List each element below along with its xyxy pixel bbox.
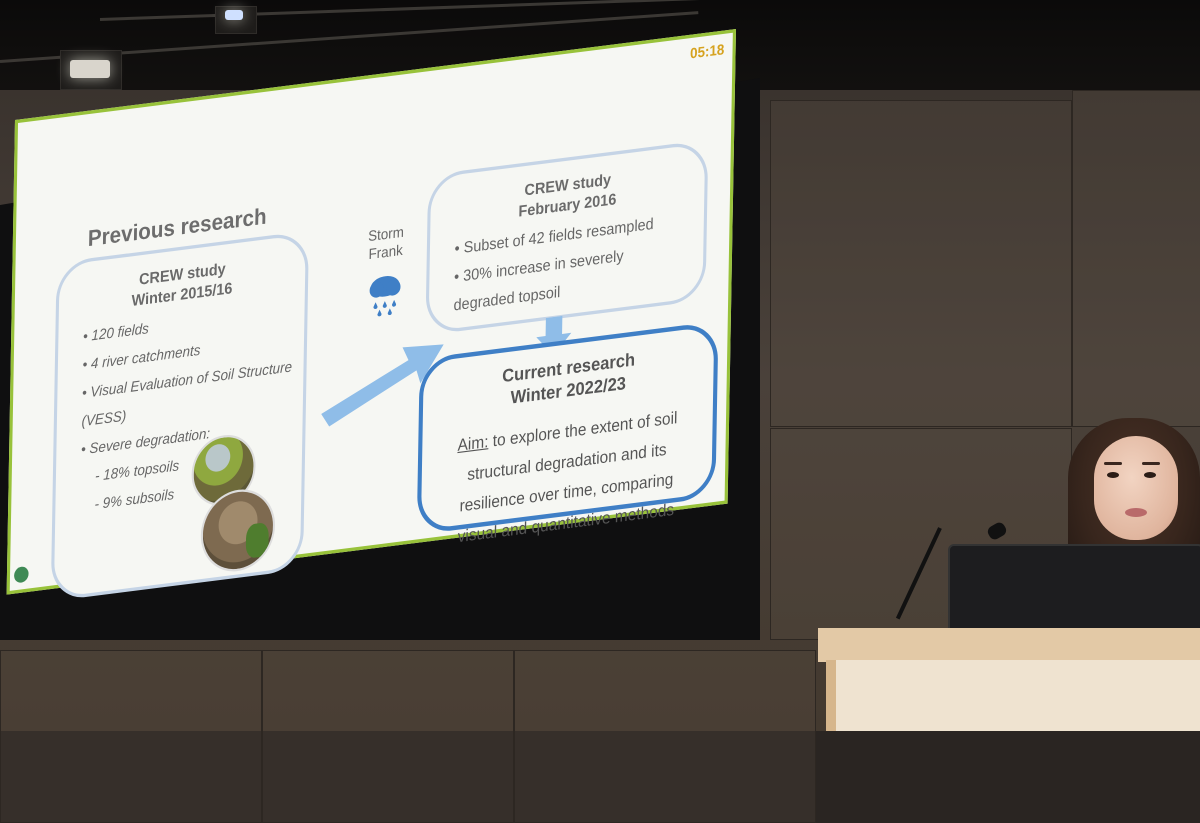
wall-panel (770, 100, 1072, 427)
wall-panel (514, 650, 816, 823)
current-research-box: Current research Winter 2022/23 Aim: to … (416, 320, 719, 547)
logo-icon (13, 565, 29, 584)
previous-study-box: CREW study Winter 2015/16 120 fields 4 r… (50, 230, 310, 602)
podium-front (826, 660, 1200, 731)
eyebrow (1142, 462, 1160, 465)
podium-top (818, 628, 1200, 662)
eye (1144, 472, 1156, 478)
eye (1107, 472, 1119, 478)
previous-study-list: 120 fields 4 river catchments Visual Eva… (55, 300, 304, 518)
storm-label: Storm Frank (355, 221, 417, 265)
wall-panel (1072, 90, 1200, 427)
wall-panel (262, 650, 514, 823)
arrow-icon (321, 344, 444, 427)
slide-timer: 05:18 (689, 40, 725, 62)
wall-panel (0, 650, 262, 823)
eyebrow (1104, 462, 1122, 465)
mouth (1125, 508, 1147, 517)
speaker-face (1094, 436, 1178, 540)
followup-study-box: CREW study February 2016 Subset of 42 fi… (425, 139, 709, 336)
rain-cloud-icon (369, 276, 401, 317)
presentation-slide: 05:18 Previous research CREW study Winte… (6, 29, 737, 602)
podium-monitor (948, 544, 1200, 636)
stage-light (225, 10, 243, 20)
aim-text: to explore the extent of soil structural… (457, 408, 678, 547)
aim-label: Aim: (457, 432, 489, 456)
stage-light (70, 60, 110, 78)
